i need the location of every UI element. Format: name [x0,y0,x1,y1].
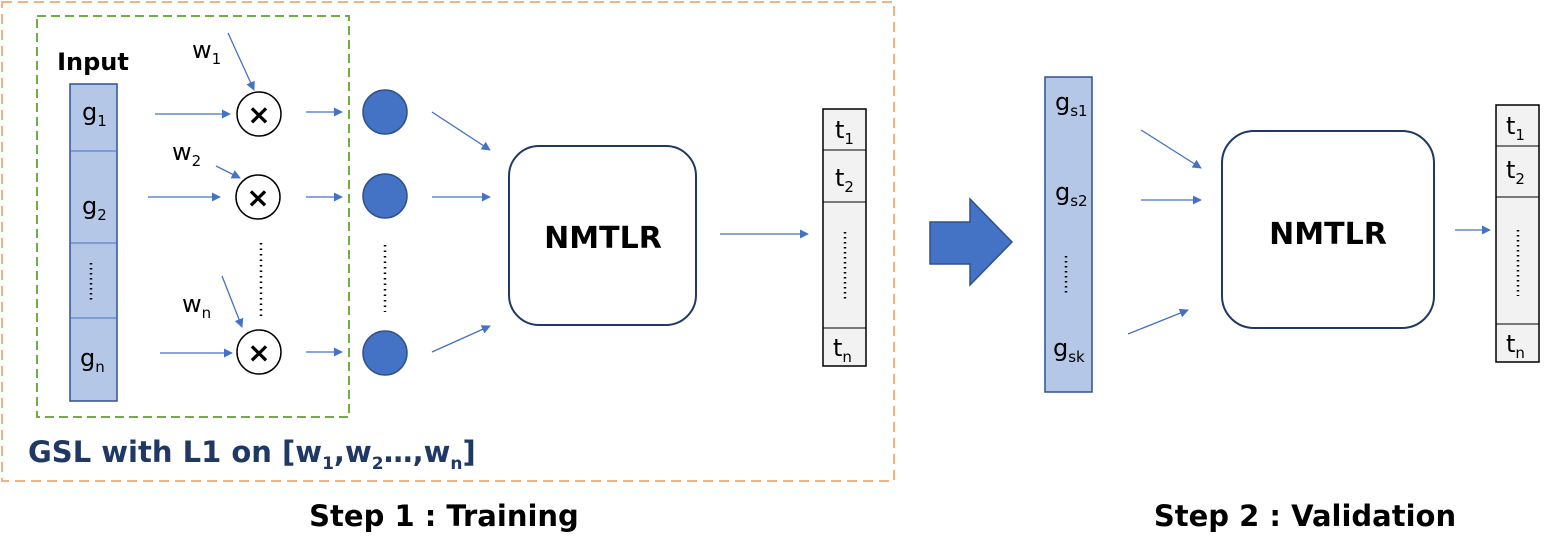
input-label: Input [57,48,129,76]
arrow [215,165,241,179]
output-cell-tn: tn [1506,330,1525,362]
step2-caption: Step 2 : Validation [1154,499,1456,533]
output-cell-t2: t2 [835,164,854,196]
input-vector: g1 g2 gn [69,83,118,402]
weight-label-wn: wn [182,290,211,322]
training-region-border [1,1,895,482]
gsl-caption: GSL with L1 on [w1,w2…,wn] [28,435,476,474]
input-cell-gsk: gsk [1053,334,1085,366]
input-cell-gn: gn [80,344,105,376]
multiply-node: × [235,174,281,220]
nmtlr-model-box: NMTLR [508,145,697,326]
svg-text:×: × [246,181,269,214]
output-cell-t2: t2 [1506,156,1525,188]
output-cell-tn: tn [833,334,852,366]
arrow [1140,129,1202,169]
output-vector: t1 t2 tn [1495,104,1540,363]
arrow [227,32,255,91]
arrow [431,111,491,151]
big-transition-arrow [929,197,1014,287]
selected-input-vector: gs1 gs2 gsk [1044,76,1093,393]
hidden-node [362,89,408,135]
input-cell-gs2: gs2 [1055,178,1088,210]
hidden-node [362,173,408,219]
arrow [1127,308,1189,335]
input-cell-gs1: gs1 [1055,88,1088,120]
step1-caption: Step 1 : Training [309,499,579,533]
input-cell-g2: g2 [82,192,107,224]
multiply-node: × [236,91,282,137]
svg-text:×: × [247,336,270,369]
svg-text:NMTLR: NMTLR [544,221,662,256]
arrow [221,275,244,328]
gsl-region-border [36,15,350,418]
output-cell-t1: t1 [835,116,854,148]
input-cell-g1: g1 [82,98,107,130]
multiply-node: × [236,329,282,375]
output-vector: t1 t2 tn [822,108,867,367]
svg-text:NMTLR: NMTLR [1269,217,1387,252]
arrow [431,325,491,353]
weight-label-w1: w1 [192,36,221,68]
svg-text:×: × [247,98,270,131]
nmtlr-model-box: NMTLR [1221,130,1435,329]
weight-label-w2: w2 [172,138,201,170]
hidden-node [362,330,408,376]
output-cell-t1: t1 [1506,112,1525,144]
